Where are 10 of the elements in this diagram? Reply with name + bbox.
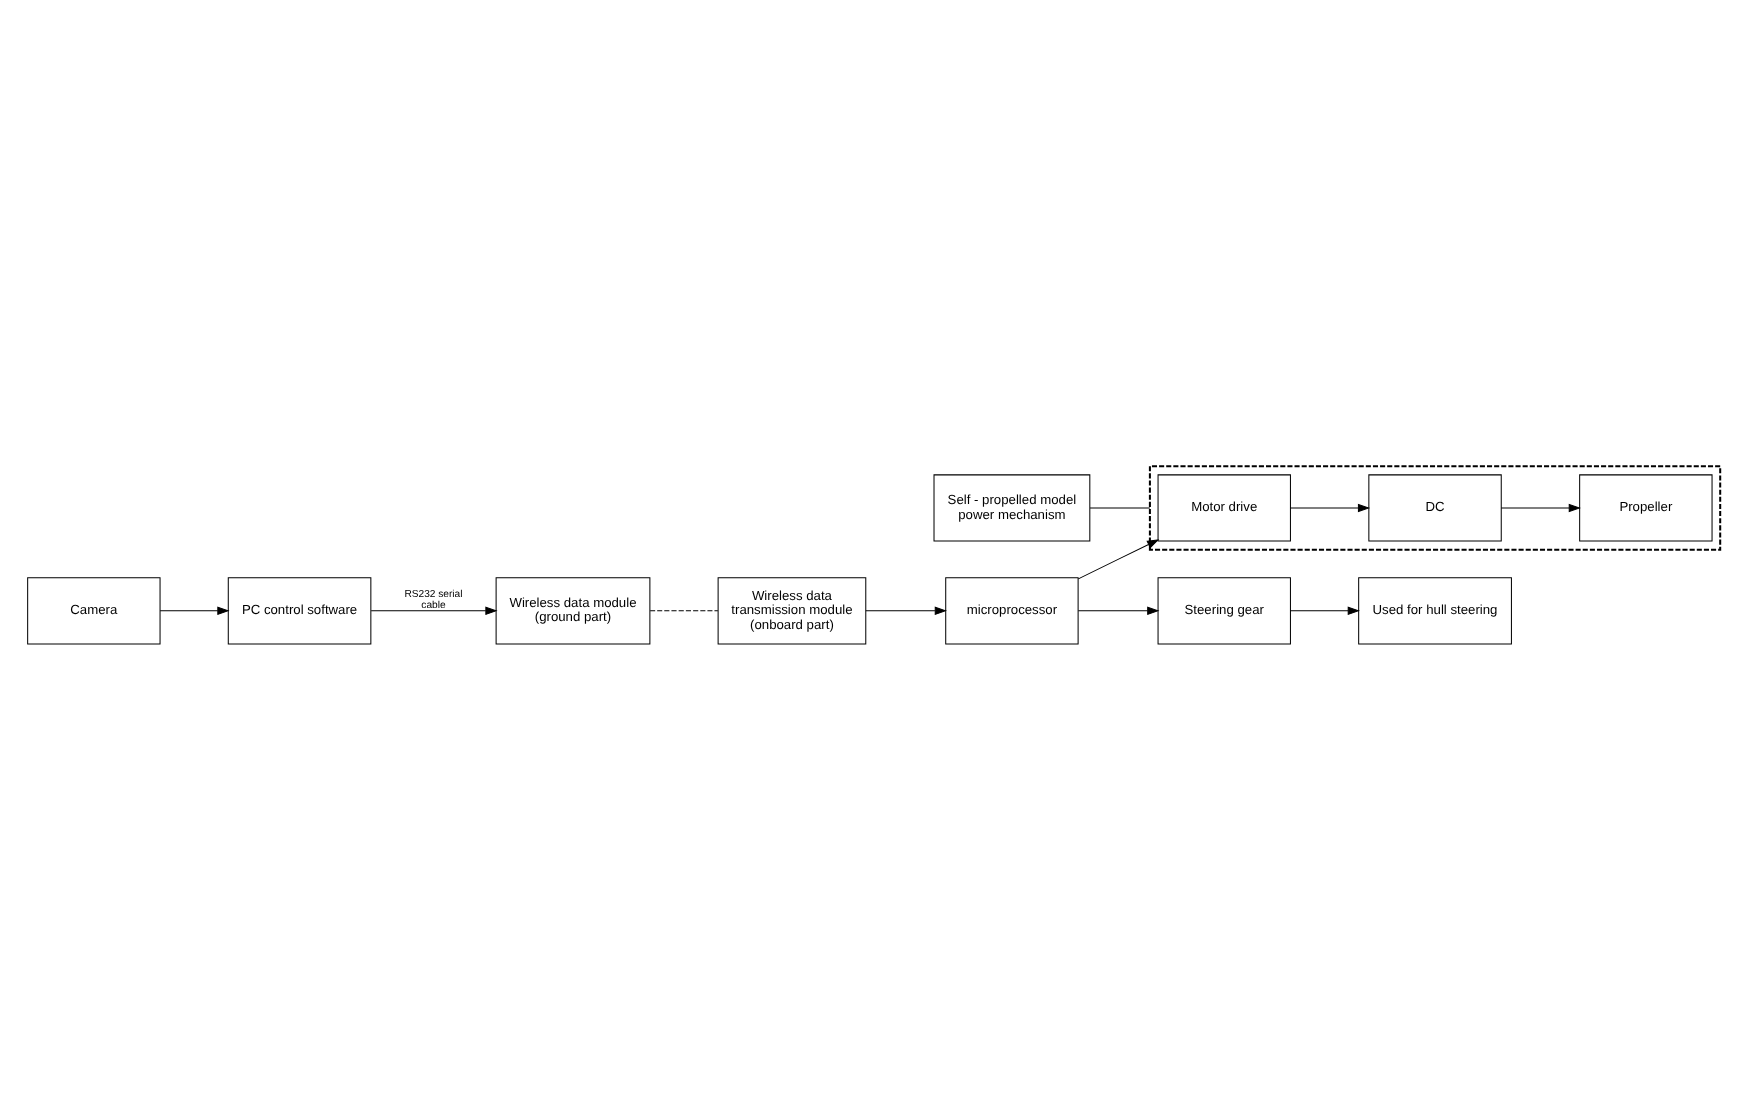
arrow [865,605,947,615]
arrow [1500,502,1581,512]
connector [1089,506,1151,508]
arrow [1289,605,1360,615]
connector [649,609,719,611]
arrow [1289,502,1371,512]
arrow [1077,538,1160,579]
arrow [370,605,498,615]
arrow [159,605,230,615]
arrow [1077,605,1160,615]
